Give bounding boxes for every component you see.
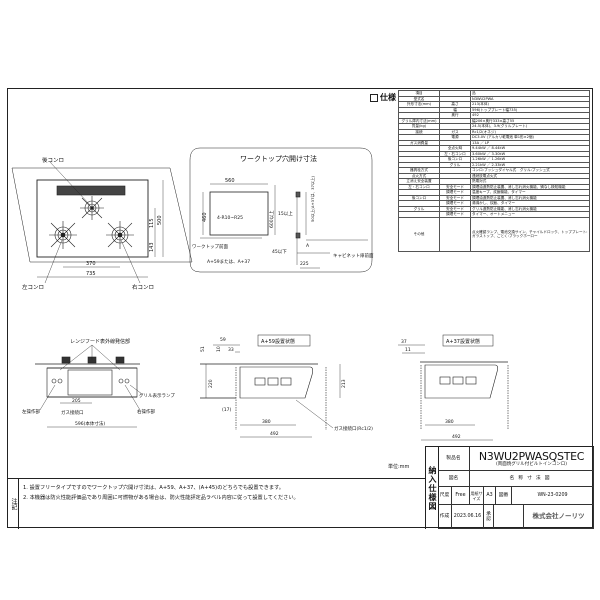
rear-burner-label: 後コンロ [42, 156, 64, 164]
left-burner-icon [49, 221, 77, 249]
spec-value: 596(トッププレート幅735) [470, 106, 590, 113]
cutout-drawing: ワークトップ穴開け寸法 560 460 4-R10~R25 600以上 ワークト… [189, 147, 374, 273]
dim-a: A [306, 243, 310, 249]
paper-size: A3 [484, 487, 496, 505]
front-view-drawing: レンジフード表外線発信部 グリル表示ランプ 左操作部 右操作部 ガス接続口 20… [22, 338, 175, 428]
worktop-front-label: ワークトップ前面 [192, 243, 228, 250]
top-view-drawing: 後コンロ 左コンロ 右コンロ 370 735 115 143 500 [11, 156, 193, 291]
scale-value: Free [452, 487, 470, 505]
gas-inlet-label: ガス接続口 [61, 409, 84, 416]
a59-label: A+59設置状態 [261, 338, 295, 345]
unit-label: 単位:mm [388, 464, 410, 470]
right-control-label: 右操作部 [137, 408, 155, 415]
drawing-name-label: 図名 [438, 471, 470, 487]
a37-label: A+37設置状態 [446, 338, 480, 345]
a-values-label: A+59または、A+37 [207, 259, 250, 265]
spec-row: グリル庫内寸法(mm)幅206×奥行333×高さ55 [398, 117, 590, 124]
spec-value: 213(本体) [470, 101, 590, 108]
dim-143: 143 [149, 242, 155, 252]
rear-burner-icon [80, 196, 104, 220]
spec-row: その他点火確認ランプ、電池交換サイン、チャイルドロック、トッププレート:ガラスト… [398, 216, 590, 252]
dim-51: 51 [200, 346, 206, 352]
dim-460: 460 [202, 212, 208, 222]
doc-type: 納入仕様図 [426, 447, 439, 529]
dim-370: 370 [86, 261, 96, 267]
dim-33: 33 [228, 347, 234, 353]
spec-value: 492 [470, 112, 590, 119]
dim-205: 205 [72, 398, 81, 404]
notes-label: 注記 [7, 479, 19, 529]
approved-stamp [494, 505, 524, 529]
created-label: 作成 [438, 505, 452, 529]
dim-115: 115 [149, 218, 155, 228]
cutout-title: ワークトップ穴開け寸法 [240, 154, 317, 163]
cooktop-outline [36, 179, 149, 258]
left-burner-label: 左コンロ [22, 283, 44, 291]
note-line-2: 2. 本機器は防火性能評価品であり周囲に可燃物がある場合は、防火性能評定品ラベル… [23, 495, 299, 501]
spec-row: 項目品 [398, 90, 590, 97]
notes-section: 注記 1. 設置フリータイプですのでワークトップ穴開け寸法は、A+59、A+37… [7, 478, 425, 529]
corner-radius-label: 4-R10~R25 [217, 215, 243, 221]
dim-492: 492 [270, 431, 279, 437]
approved-label: 承認 [484, 505, 494, 529]
spec-value: 幅206×奥行333×高さ55 [470, 117, 590, 124]
side-clearance-note: 50以上(A+37は、37以上) [310, 175, 315, 222]
dim-11: 11 [405, 347, 411, 353]
hood-label: レンジフード表外線発信部 [70, 338, 130, 345]
side-view-a59: A+59設置状態 59 51 10 33 220 213 (17) 380 49… [200, 334, 373, 438]
spec-category: その他 [398, 216, 440, 252]
spec-section-icon [370, 93, 378, 102]
spec-title: 仕様 [370, 92, 396, 103]
company-logo: 株式会社ノーリツ [524, 505, 594, 529]
title-block: 納入仕様図 製品名 N3WU2PWASQSTEC (両面焼グリル付ビルトインコン… [425, 446, 594, 529]
max-45-label: 45以下 [272, 249, 287, 255]
body-width-label: 596(本体寸法) [75, 420, 105, 427]
product-name: N3WU2PWASQSTEC [478, 449, 585, 463]
dim-380-a37: 380 [445, 419, 454, 425]
dim-213: 213 [341, 379, 347, 388]
drawing-name: 名称寸法図 [470, 471, 594, 487]
gas-inlet-rc-label: ガス接続口(Rc1/2) [334, 425, 373, 432]
dim-10: 10 [216, 346, 222, 352]
spec-value: N3WU2PWA [470, 95, 590, 102]
spec-value: 点火確認ランプ、電池交換サイン、チャイルドロック、トッププレート:ガラストップ、… [470, 216, 590, 252]
dim-225: 225 [300, 261, 309, 267]
dim-735: 735 [86, 271, 96, 277]
min-15-label: 15以上 [278, 210, 293, 217]
dim-500: 500 [157, 215, 163, 225]
cabinet-front-label: キャビネット扉前面 [333, 252, 374, 259]
cutout-hole [209, 191, 269, 236]
dim-560: 560 [225, 178, 235, 184]
note-line-1: 1. 設置フリータイプですのでワークトップ穴開け寸法は、A+59、A+37、(A… [23, 485, 284, 491]
spec-value: 品 [470, 90, 590, 97]
side-view-a37: A+37設置状態 37 11 380 492 [398, 334, 509, 441]
scale-label: 尺度 [438, 487, 452, 505]
left-control-label: 左操作部 [22, 408, 40, 415]
spec-subcategory [439, 216, 471, 252]
drawing-no-label: 図番 [496, 487, 512, 505]
min-600-label: 600以上 [268, 210, 275, 228]
product-name-label: 製品名 [438, 447, 470, 471]
dim-220: 220 [208, 379, 214, 388]
right-burner-icon [106, 221, 134, 249]
dim-17: (17) [222, 407, 231, 413]
right-burner-label: 右コンロ [132, 283, 154, 291]
created-date: 2023.06.16 [452, 505, 484, 529]
dim-37: 37 [401, 339, 407, 345]
product-description: (両面焼グリル付ビルトインコンロ) [495, 461, 567, 467]
drawing-no: WN-23-0209 [512, 487, 594, 505]
paper-size-label: 用紙サイズ [470, 487, 484, 505]
drawing-frame [7, 88, 593, 528]
dim-59: 59 [220, 337, 226, 343]
dim-492-a37: 492 [452, 434, 461, 440]
grill-vent [56, 185, 126, 196]
grill-lamp-label: グリル表示ランプ [139, 392, 175, 399]
dim-380: 380 [262, 419, 271, 425]
